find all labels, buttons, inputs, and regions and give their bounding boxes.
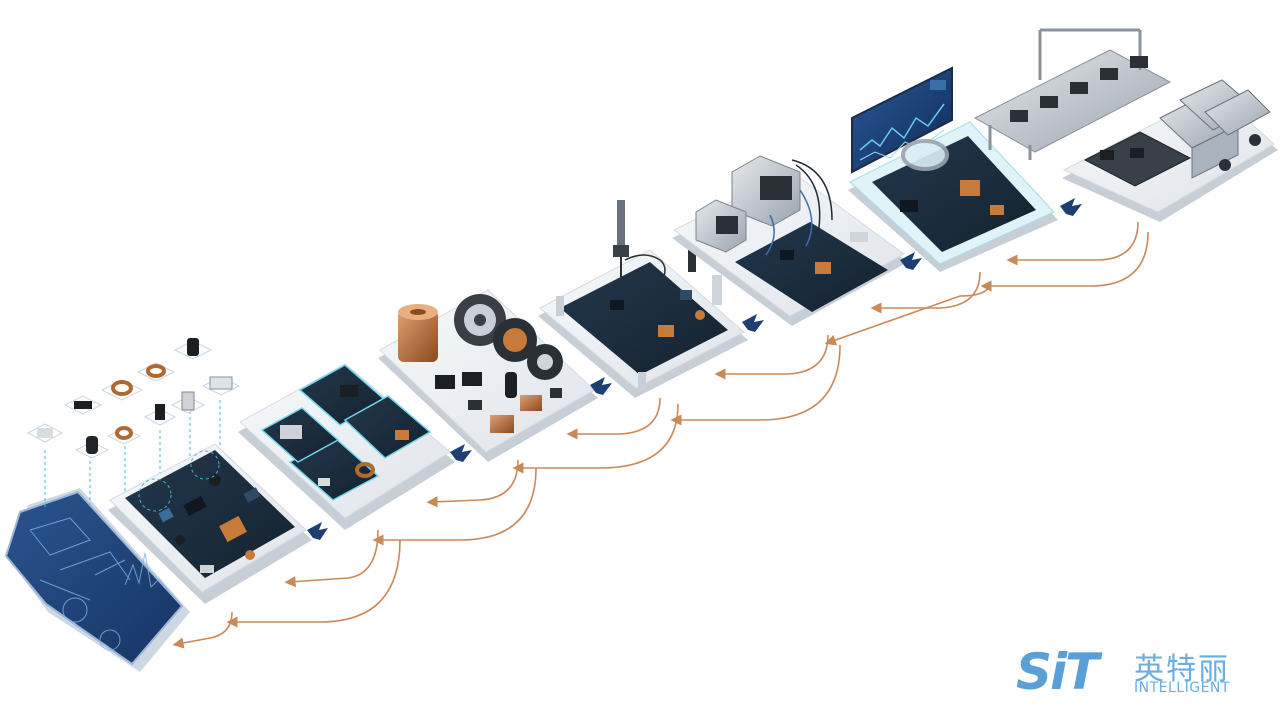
inductor-icon: [106, 426, 142, 445]
transistor-icon: [143, 404, 177, 426]
blueprint-icon: [29, 517, 170, 651]
next-arrow-3: [590, 377, 612, 395]
process-arrows: [307, 198, 1082, 540]
stage-pcb-assembly: [108, 443, 312, 604]
coil-motor-icon: [398, 294, 563, 433]
feedback-loop-2b: [226, 539, 401, 628]
power-supply-icon: [1083, 79, 1271, 187]
stage-test-fixture: [538, 200, 748, 398]
magnifier-icon: [900, 139, 1004, 215]
stage-final-products: [973, 28, 1278, 222]
stage-design-blueprint: [4, 488, 190, 672]
feedback-loop-7b: [980, 231, 1149, 292]
circuit-board-icon: [138, 450, 261, 573]
logo-mark: SiT: [1016, 643, 1099, 701]
feedback-loop-4: [566, 397, 661, 440]
ic-chip-icon: [26, 423, 64, 443]
relay-icon: [201, 376, 241, 396]
feedback-loop-5b: [670, 344, 841, 426]
stage-magnetics-motors: [378, 289, 598, 462]
next-arrow-4: [742, 314, 764, 332]
capacitor-icon: [173, 338, 213, 360]
toroid-icon: [100, 379, 144, 401]
wiring-icon: [695, 155, 868, 274]
next-arrow-1: [307, 522, 328, 540]
logo-name-en: INTELLIGENT: [1134, 680, 1230, 696]
next-arrow-6: [1060, 198, 1082, 216]
module-icon: [260, 364, 432, 501]
feedback-loop-7: [1006, 221, 1139, 266]
production-line: [973, 28, 1172, 160]
feedback-loop-1: [172, 611, 233, 649]
company-logo: SiT 英特丽 INTELLIGENT: [1016, 642, 1256, 702]
logo-name-cn: 英特丽: [1134, 652, 1230, 687]
next-arrow-5: [900, 252, 922, 270]
stage-module-integration: [238, 363, 455, 530]
toroid-icon-2: [136, 362, 176, 382]
fuse-icon: [170, 391, 206, 414]
feedback-loop-3b: [372, 467, 537, 546]
stage-inspection: [848, 66, 1058, 272]
feedback-loops: [172, 221, 1149, 649]
inspection-monitor: [851, 66, 953, 174]
probe-icon: [556, 200, 722, 390]
stage-system-wiring: [672, 155, 908, 326]
next-arrow-2: [450, 444, 472, 462]
soic-chip-icon: [63, 395, 103, 415]
electrolytic-cap-icon: [74, 436, 110, 459]
feedback-loop-6: [870, 271, 981, 314]
